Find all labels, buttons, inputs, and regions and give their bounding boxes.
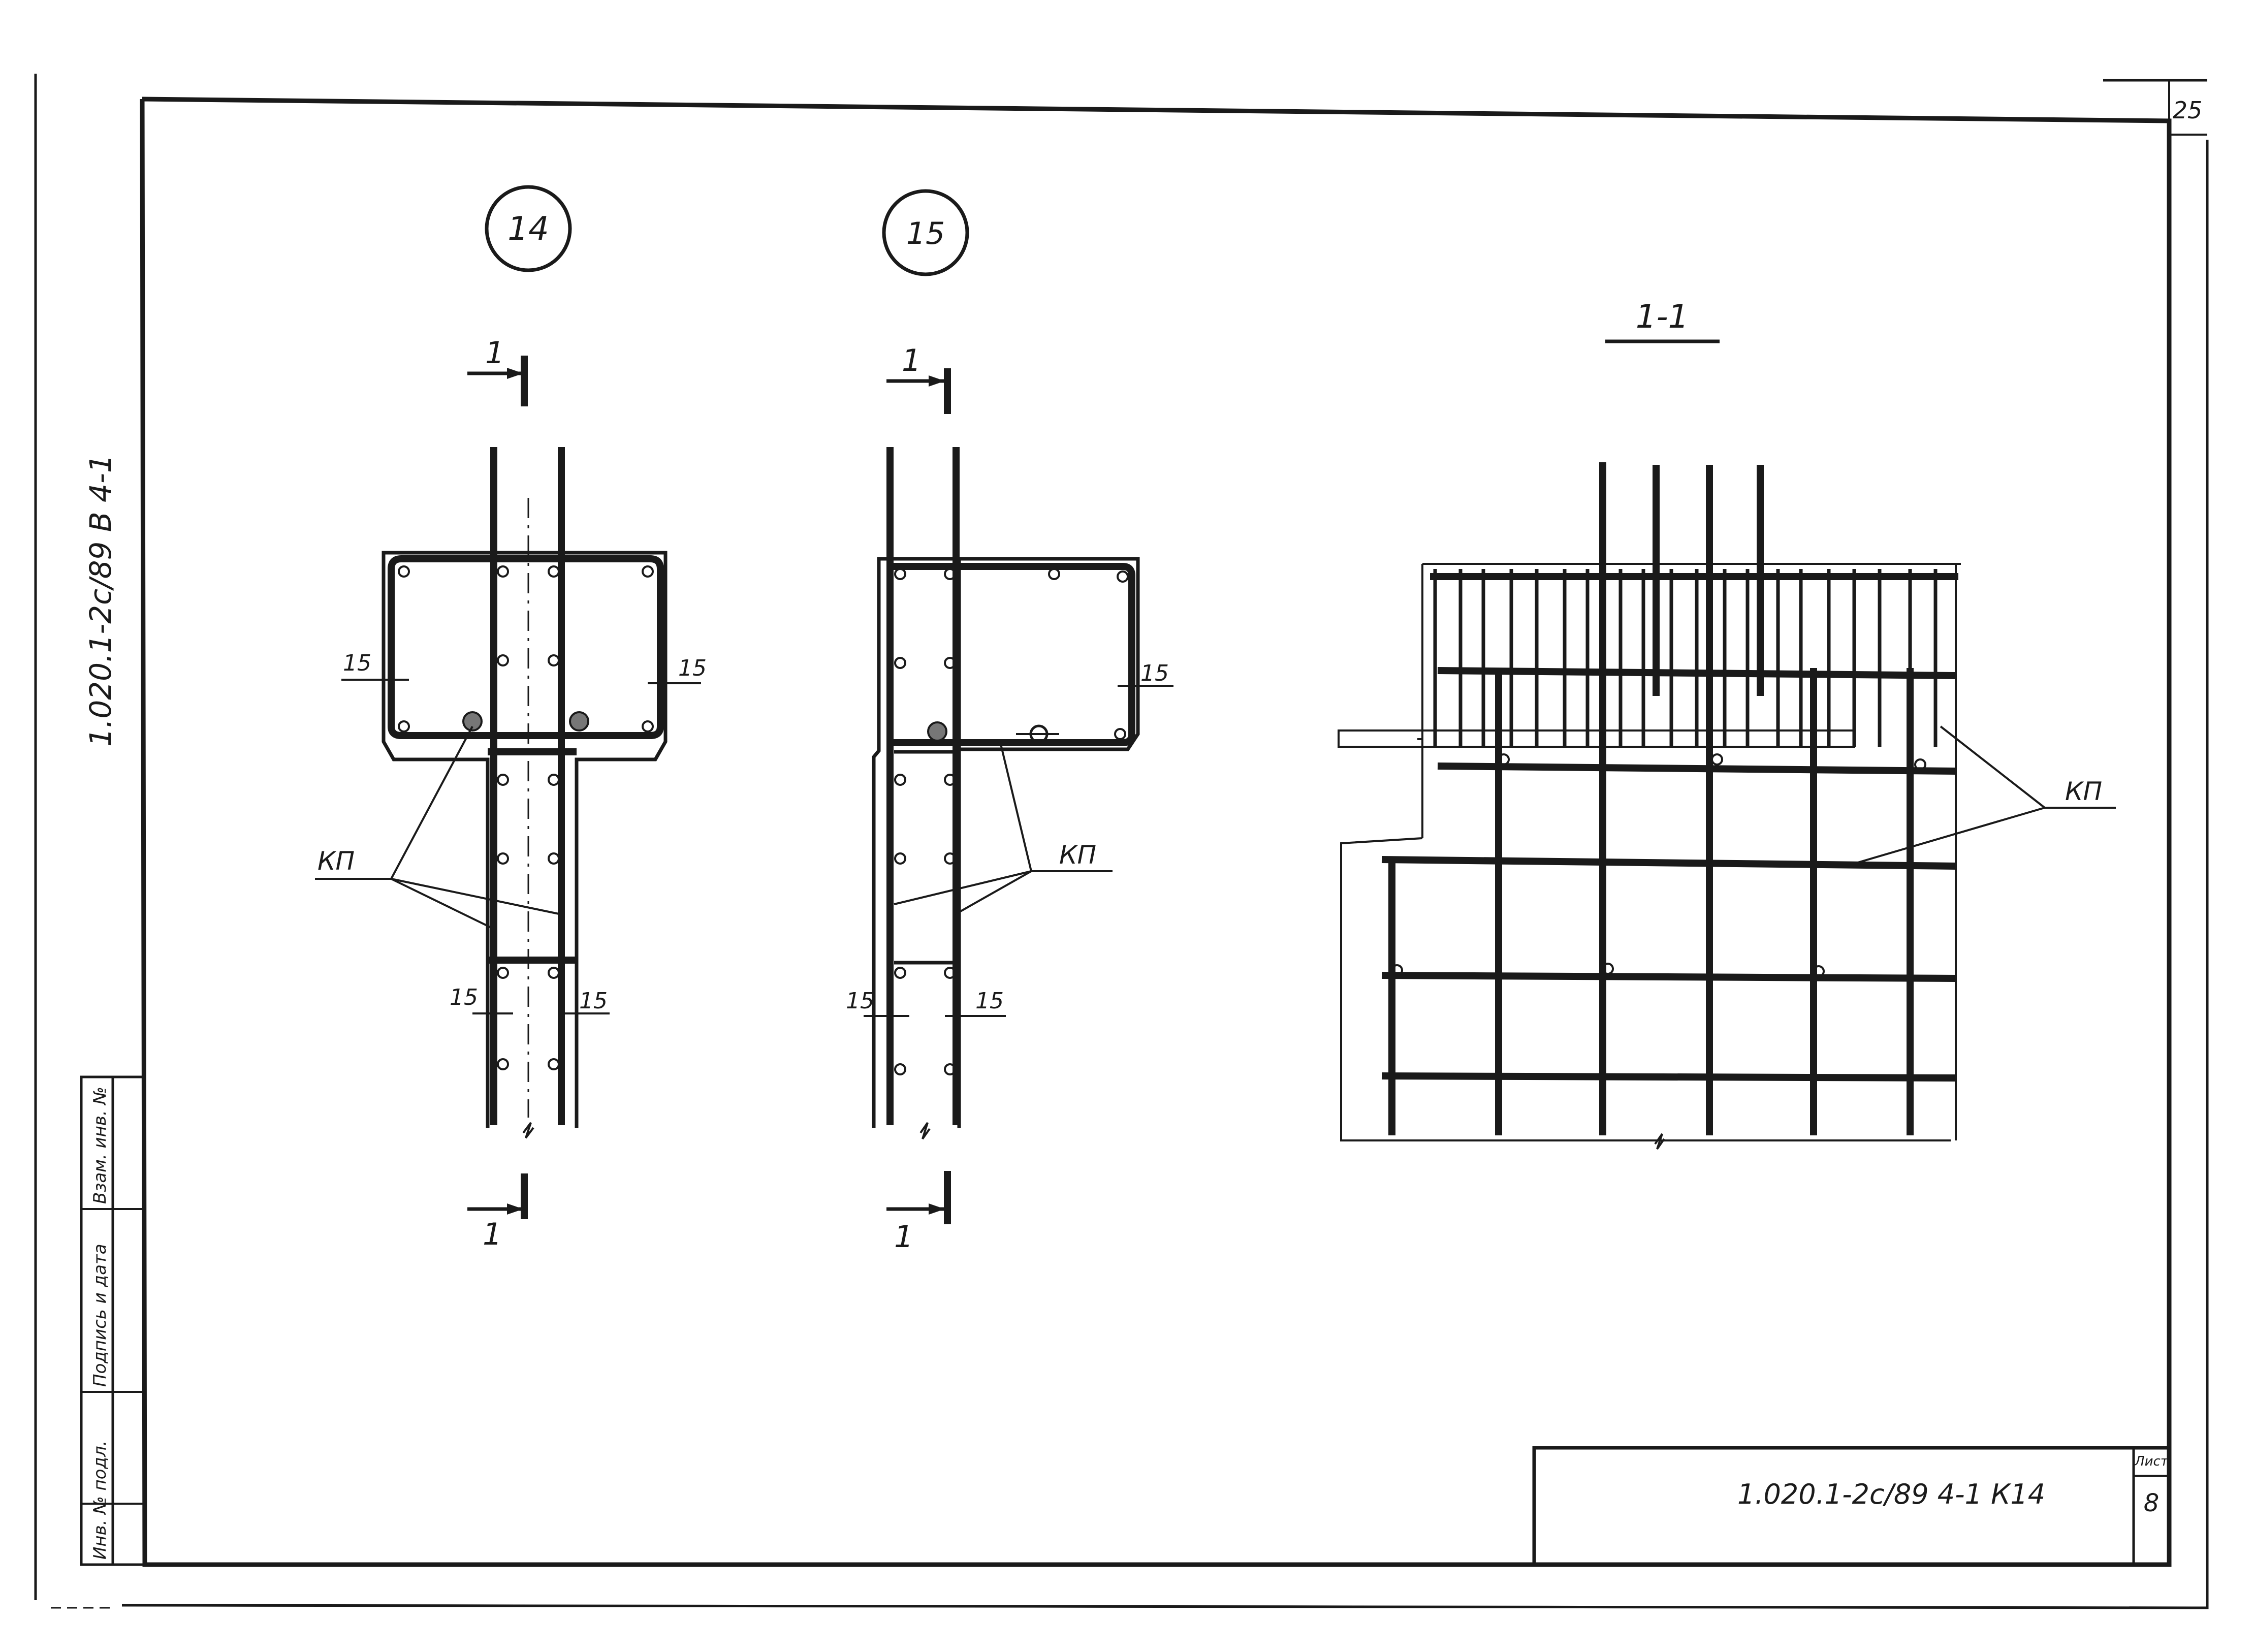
node-14-marker: 14 [507, 210, 549, 248]
node-14-cover-right: 15 [678, 655, 707, 681]
node-15-cut-top: 1 [902, 343, 921, 378]
page-number: 25 [2173, 97, 2203, 124]
node-15-drawing [864, 189, 1173, 1224]
section-1-1-title: 1-1 [1636, 298, 1689, 336]
node-14-cover-left: 15 [343, 650, 371, 676]
title-block [1532, 1446, 2169, 1565]
node-15-cut-bottom: 1 [894, 1219, 913, 1255]
side-stamp: 1.020.1-2с/89 В 4-1 [83, 454, 118, 747]
side-table-signature: Подпись и дата [90, 1244, 110, 1387]
side-table-inv-no: Инв. № подл. [90, 1440, 110, 1560]
section-1-1-leader-label: КП [2065, 777, 2102, 806]
sheet-frame [34, 74, 2209, 1609]
node-14-cut-top: 1 [485, 335, 504, 371]
node-15-cover-bottom-left: 15 [846, 988, 874, 1014]
title-block-sheet-number: 8 [2144, 1489, 2160, 1517]
node-15-leader-label: КП [1059, 840, 1096, 870]
side-table [80, 1075, 146, 1566]
node-14-leader-label: КП [318, 846, 355, 876]
node-14-drawing [315, 185, 701, 1219]
section-1-1-drawing [1338, 339, 2116, 1150]
side-table-replace-inv: Взам. инв. № [90, 1087, 110, 1204]
node-14-cover-bottom-right: 15 [579, 988, 608, 1014]
node-14-cut-bottom: 1 [483, 1217, 502, 1252]
title-block-sheet-label: Лист [2134, 1454, 2169, 1469]
node-15-cover-right: 15 [1140, 660, 1169, 686]
node-15-marker: 15 [906, 216, 945, 251]
node-14-cover-bottom-left: 15 [450, 984, 478, 1010]
title-block-code: 1.020.1-2с/89 4-1 К14 [1737, 1478, 2045, 1510]
node-15-cover-bottom-right: 15 [975, 988, 1004, 1014]
